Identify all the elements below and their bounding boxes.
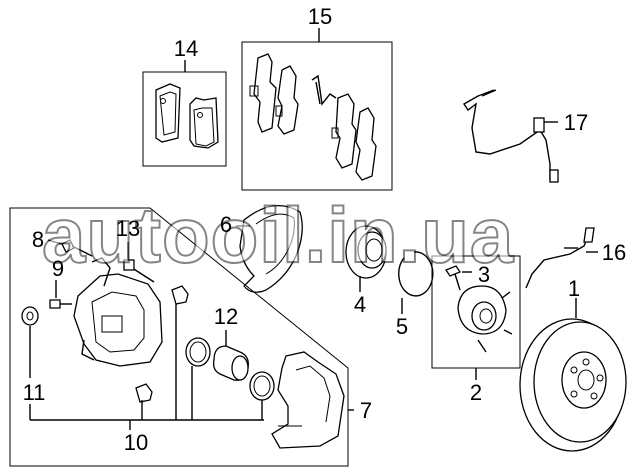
callout-16: 16 <box>602 240 626 265</box>
dust-boot-ring <box>249 371 275 401</box>
brake-pad-right <box>189 97 219 149</box>
snap-ring <box>398 251 434 314</box>
callout-11: 11 <box>23 380 46 405</box>
callout-5: 5 <box>396 314 408 339</box>
caliper-group-outline <box>9 207 354 467</box>
callout-1: 1 <box>568 276 580 301</box>
bleeder-screw-9 <box>49 280 72 309</box>
callout-2: 2 <box>470 380 482 405</box>
callout-4: 4 <box>354 292 366 317</box>
callout-15: 15 <box>308 4 332 29</box>
caliper-bracket <box>271 351 345 449</box>
brake-hose <box>463 89 559 183</box>
callout-14: 14 <box>174 36 198 61</box>
brake-rotor <box>519 298 627 452</box>
wheel-bearing <box>345 225 387 292</box>
pad-kit-box <box>142 60 227 167</box>
callout-10: 10 <box>124 430 148 455</box>
shim-pair-lower <box>331 93 377 181</box>
caliper-body <box>73 257 163 367</box>
boot-11 <box>21 306 39 378</box>
piston-12 <box>212 330 249 381</box>
spring-clip <box>311 74 337 106</box>
hardware-kit-box <box>241 28 393 191</box>
guide-pin-13 <box>123 242 155 283</box>
shim-pair-upper <box>249 53 299 135</box>
callout-3: 3 <box>478 262 490 287</box>
brake-pad-left <box>155 83 181 143</box>
callout-12: 12 <box>214 304 238 329</box>
wheel-hub <box>457 285 513 353</box>
callout-8: 8 <box>32 227 44 252</box>
callout-9: 9 <box>52 256 64 281</box>
callout-17: 17 <box>564 110 588 135</box>
dust-shield <box>236 205 303 293</box>
callout-10-bracket <box>29 366 264 430</box>
bleeder-bolt-8 <box>47 239 93 257</box>
callout-7: 7 <box>360 398 372 423</box>
callout-13: 13 <box>116 216 140 241</box>
abs-sensor-wire <box>525 227 598 289</box>
watermark-text: autooil.in.ua <box>42 191 514 279</box>
hub-bolt <box>445 265 472 291</box>
pin-boot-lower <box>135 383 153 420</box>
callout-6: 6 <box>220 212 232 237</box>
pin-boot-upper <box>171 285 189 420</box>
piston-seal-ring <box>185 337 211 367</box>
hub-assembly-box <box>431 255 521 380</box>
